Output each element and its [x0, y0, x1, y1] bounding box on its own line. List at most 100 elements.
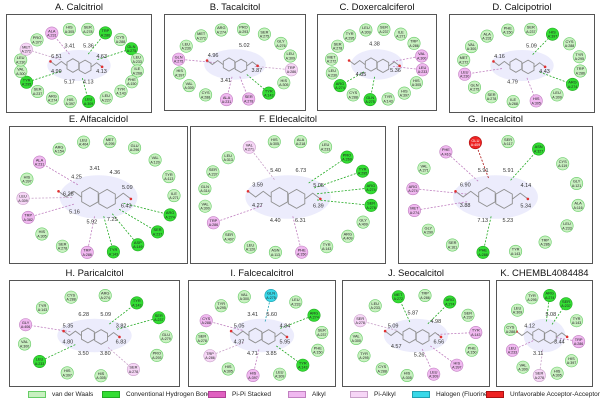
distance-label: 4.43 — [539, 69, 550, 75]
residue-name: CYS — [202, 316, 210, 321]
residue-name: HIS — [225, 364, 232, 369]
residue-name: ALA — [48, 28, 56, 33]
residue-name: VAL — [519, 362, 527, 367]
residue-number: A:275 — [260, 35, 269, 39]
residue-number: A:143 — [511, 252, 520, 256]
residue-name: ARG — [344, 232, 352, 237]
residue-name: LEU — [276, 369, 284, 374]
residue-number: A:286 — [409, 44, 418, 48]
residue-number: A:305 — [531, 101, 540, 105]
residue-number: A:293 — [152, 356, 161, 360]
residue-name: GLN — [366, 95, 374, 100]
residue-number: A:397 — [548, 35, 557, 39]
residue-number: A:113 — [271, 253, 280, 257]
residue-name: HIS — [404, 371, 411, 376]
residue-name: HIS — [281, 78, 288, 83]
residue-number: A:233 — [562, 226, 571, 230]
residue-number: A:230 — [181, 47, 190, 51]
residue-name: ALA — [297, 137, 305, 142]
residue-name: ASN — [271, 248, 279, 253]
distance-label: 4.38 — [369, 42, 380, 48]
residue-name: VAL — [353, 334, 361, 339]
residue-number: A:237 — [317, 333, 326, 337]
panel-title: G. Inecalcitol — [468, 114, 523, 125]
residue-name: TYR — [384, 94, 392, 99]
distance-label: 4.57 — [391, 344, 402, 350]
residue-name: ARG — [336, 81, 344, 86]
distance-label: 5.05 — [313, 183, 324, 189]
residue-name: TYR — [360, 351, 368, 356]
distance-label: 4.84 — [280, 324, 291, 330]
distance-label: 5.09 — [526, 44, 537, 50]
vdw-swatch-icon — [28, 390, 46, 398]
distance-label: 3.44 — [554, 340, 565, 346]
residue-number: A:409 — [471, 143, 480, 147]
residue-number: A:305 — [37, 234, 46, 238]
residue-number: A:227 — [101, 98, 110, 102]
ligand-structure-icon — [230, 327, 288, 345]
residue-number: A:410 — [441, 152, 450, 156]
residue-name: ALA — [223, 95, 231, 100]
distance-label: 4.13 — [96, 69, 107, 75]
distance-label: 5.35 — [63, 323, 74, 329]
residue-number: A:278 — [83, 30, 92, 34]
residue-name: ARG — [55, 144, 63, 149]
residue-number: A:305 — [402, 376, 411, 380]
ligand-structure-icon — [206, 57, 258, 74]
residue-number: A:274 — [366, 188, 375, 192]
interaction-line — [430, 345, 458, 366]
residue-name: TYR — [165, 172, 173, 177]
residue-number: A:275 — [470, 88, 479, 92]
interaction-diagram: 3.443.114.125.08ARGA:274SERA:237TYRA:143… — [503, 289, 586, 383]
interaction-line — [239, 76, 250, 100]
residue-number: A:143 — [322, 247, 331, 251]
interaction-line — [254, 65, 292, 71]
residue-number: A:300 — [351, 339, 360, 343]
residue-name: LEU — [19, 194, 27, 199]
residue-name: VAL — [152, 155, 160, 160]
residue-number: A:295 — [105, 142, 114, 146]
residue-name: CYS — [349, 90, 357, 95]
residue-number: A:154 — [54, 150, 63, 154]
residue-number: A:237 — [561, 304, 570, 308]
interaction-line — [213, 205, 263, 224]
distance-label: 6.39 — [313, 204, 324, 210]
residue-name: SER — [154, 227, 162, 232]
unfavorable-swatch-icon — [486, 390, 504, 398]
residue-name: HIS — [413, 78, 420, 83]
distance-label: 5.26 — [414, 352, 425, 358]
residue-name: LEU — [419, 65, 427, 70]
distance-label: 5.91 — [503, 168, 514, 174]
residue-number: A:288 — [348, 95, 357, 99]
residue-name: TRP — [210, 218, 218, 223]
residue-name: VAL — [21, 339, 29, 344]
residue-name: TYR — [323, 242, 331, 247]
residue-number: A:404 — [79, 143, 88, 147]
residue-name: GLY — [573, 179, 581, 184]
